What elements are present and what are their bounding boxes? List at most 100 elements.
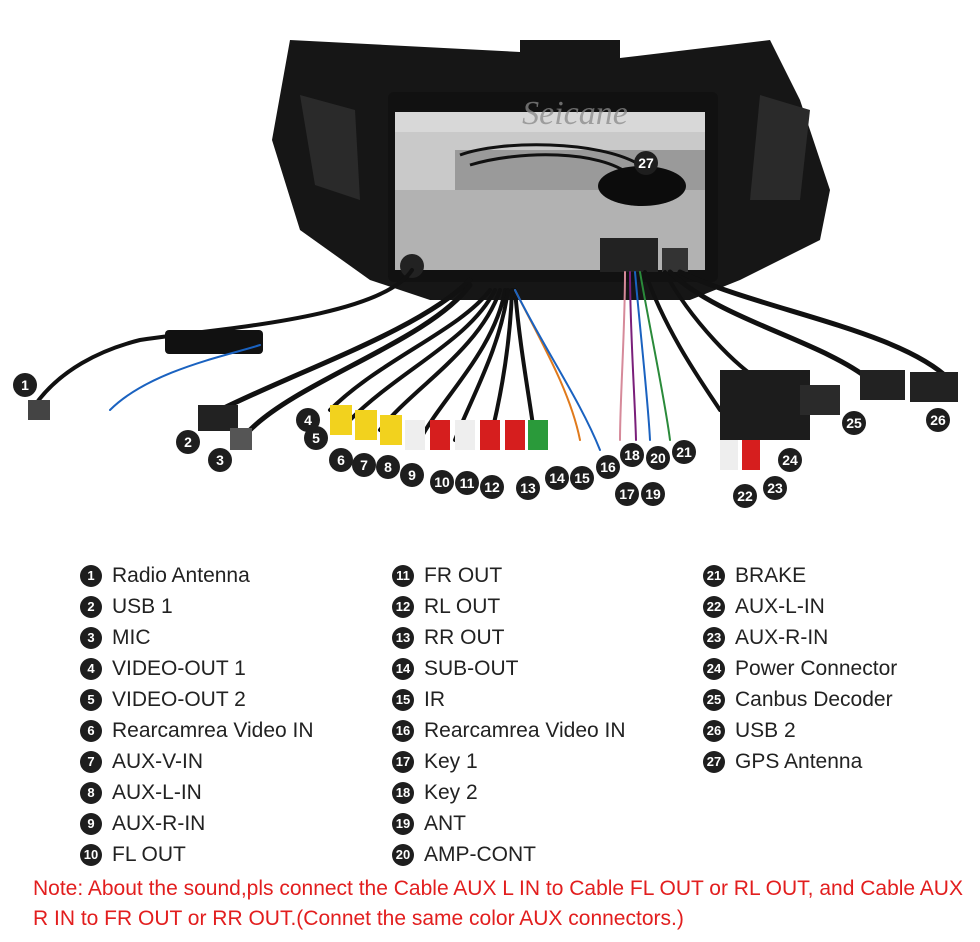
legend-label: AUX-R-IN [735, 625, 829, 649]
legend-number-badge: 5 [80, 688, 102, 711]
callout-badge-circle [480, 475, 504, 499]
legend-label: Rearcamrea Video IN [424, 718, 626, 742]
legend-item: 1 Radio Antenna [80, 560, 314, 591]
callout-badge-number: 14 [549, 470, 565, 486]
callout-badge-circle [842, 411, 866, 435]
legend-number-badge: 20 [392, 843, 414, 866]
legend-number-badge: 12 [392, 595, 414, 618]
antenna-socket [400, 254, 424, 278]
legend-number-badge: 21 [703, 564, 725, 587]
legend-number-badge: 17 [392, 750, 414, 773]
callout-badge-circle [376, 455, 400, 479]
legend-item: 20 AMP-CONT [392, 839, 626, 870]
legend-label: FR OUT [424, 563, 503, 587]
legend-item: 11 FR OUT [392, 560, 626, 591]
callout-badge-number: 16 [600, 459, 616, 475]
legend-label: USB 1 [112, 594, 173, 618]
legend-label: Power Connector [735, 656, 898, 680]
callout-badge-circle [516, 476, 540, 500]
legend-item: 4 VIDEO-OUT 1 [80, 653, 314, 684]
legend-label: ANT [424, 811, 466, 835]
legend-number-badge: 4 [80, 657, 102, 680]
callout-badge-number: 12 [484, 479, 500, 495]
legend-label: AUX-V-IN [112, 749, 204, 773]
callout-badge-circle [176, 430, 200, 454]
legend-number-badge: 2 [80, 595, 102, 618]
legend-label: FL OUT [112, 842, 186, 866]
legend-label: VIDEO-OUT 1 [112, 656, 246, 680]
legend-label: Key 2 [424, 780, 478, 804]
callout-badge-circle [763, 476, 787, 500]
legend-item: 14 SUB-OUT [392, 653, 626, 684]
legend-number-badge: 1 [80, 564, 102, 587]
legend-label: RR OUT [424, 625, 505, 649]
callout-badge-number: 24 [782, 452, 798, 468]
legend-number-badge: 25 [703, 688, 725, 711]
callout-badge-number: 27 [638, 155, 654, 171]
callout-badge-circle [455, 471, 479, 495]
legend-label: BRAKE [735, 563, 807, 587]
connector-heads [28, 370, 958, 470]
legend-label: Radio Antenna [112, 563, 250, 587]
callout-badge-circle [926, 408, 950, 432]
callout-badge-circle [570, 466, 594, 490]
legend-label: AMP-CONT [424, 842, 536, 866]
callout-badge-circle [400, 463, 424, 487]
legend-label: GPS Antenna [735, 749, 863, 773]
gps-antenna [459, 143, 686, 206]
legend-number-badge: 6 [80, 719, 102, 742]
legend-number-badge: 9 [80, 812, 102, 835]
callout-badge-number: 23 [767, 480, 783, 496]
callout-badge-number: 2 [184, 434, 192, 450]
legend-number-badge: 8 [80, 781, 102, 804]
legend-number-badge: 26 [703, 719, 725, 742]
callout-badge-circle [430, 470, 454, 494]
callout-badge-number: 15 [574, 470, 590, 486]
legend-item: 19 ANT [392, 808, 626, 839]
legend-number-badge: 11 [392, 564, 414, 587]
legend-label: IR [424, 687, 445, 711]
legend-item: 2 USB 1 [80, 591, 314, 622]
watermark-text: Seicane [522, 95, 628, 132]
callout-badge-circle [615, 482, 639, 506]
callout-badge-number: 20 [650, 450, 666, 466]
callout-badge-number: 4 [304, 412, 312, 428]
legend-label: Key 1 [424, 749, 478, 773]
callout-badge-circle [672, 440, 696, 464]
callout-badge-number: 1 [21, 377, 29, 393]
callout-badge-number: 22 [737, 488, 753, 504]
note-text: Note: About the sound,pls connect the Ca… [33, 877, 963, 930]
callout-badge-number: 8 [384, 459, 392, 475]
wiring-diagram: Seicane [13, 40, 958, 508]
callout-badge-number: 18 [624, 447, 640, 463]
callout-badge-circle [641, 482, 665, 506]
legend-item: 17 Key 1 [392, 746, 626, 777]
legend-number-badge: 14 [392, 657, 414, 680]
legend-number-badge: 3 [80, 626, 102, 649]
cable-bundle [33, 268, 953, 451]
callout-badge-circle [620, 443, 644, 467]
callout-badge-number: 5 [312, 430, 320, 446]
callout-badge-number: 6 [337, 452, 345, 468]
callout-badge-circle [329, 448, 353, 472]
legend-number-badge: 13 [392, 626, 414, 649]
callout-badge-number: 11 [460, 475, 475, 491]
aux-connector [662, 248, 688, 272]
legend-label: SUB-OUT [424, 656, 519, 680]
callout-badge-number: 25 [846, 415, 862, 431]
legend-number-badge: 7 [80, 750, 102, 773]
legend-number-badge: 19 [392, 812, 414, 835]
callout-badge-circle [296, 408, 320, 432]
legend-number-badge: 23 [703, 626, 725, 649]
